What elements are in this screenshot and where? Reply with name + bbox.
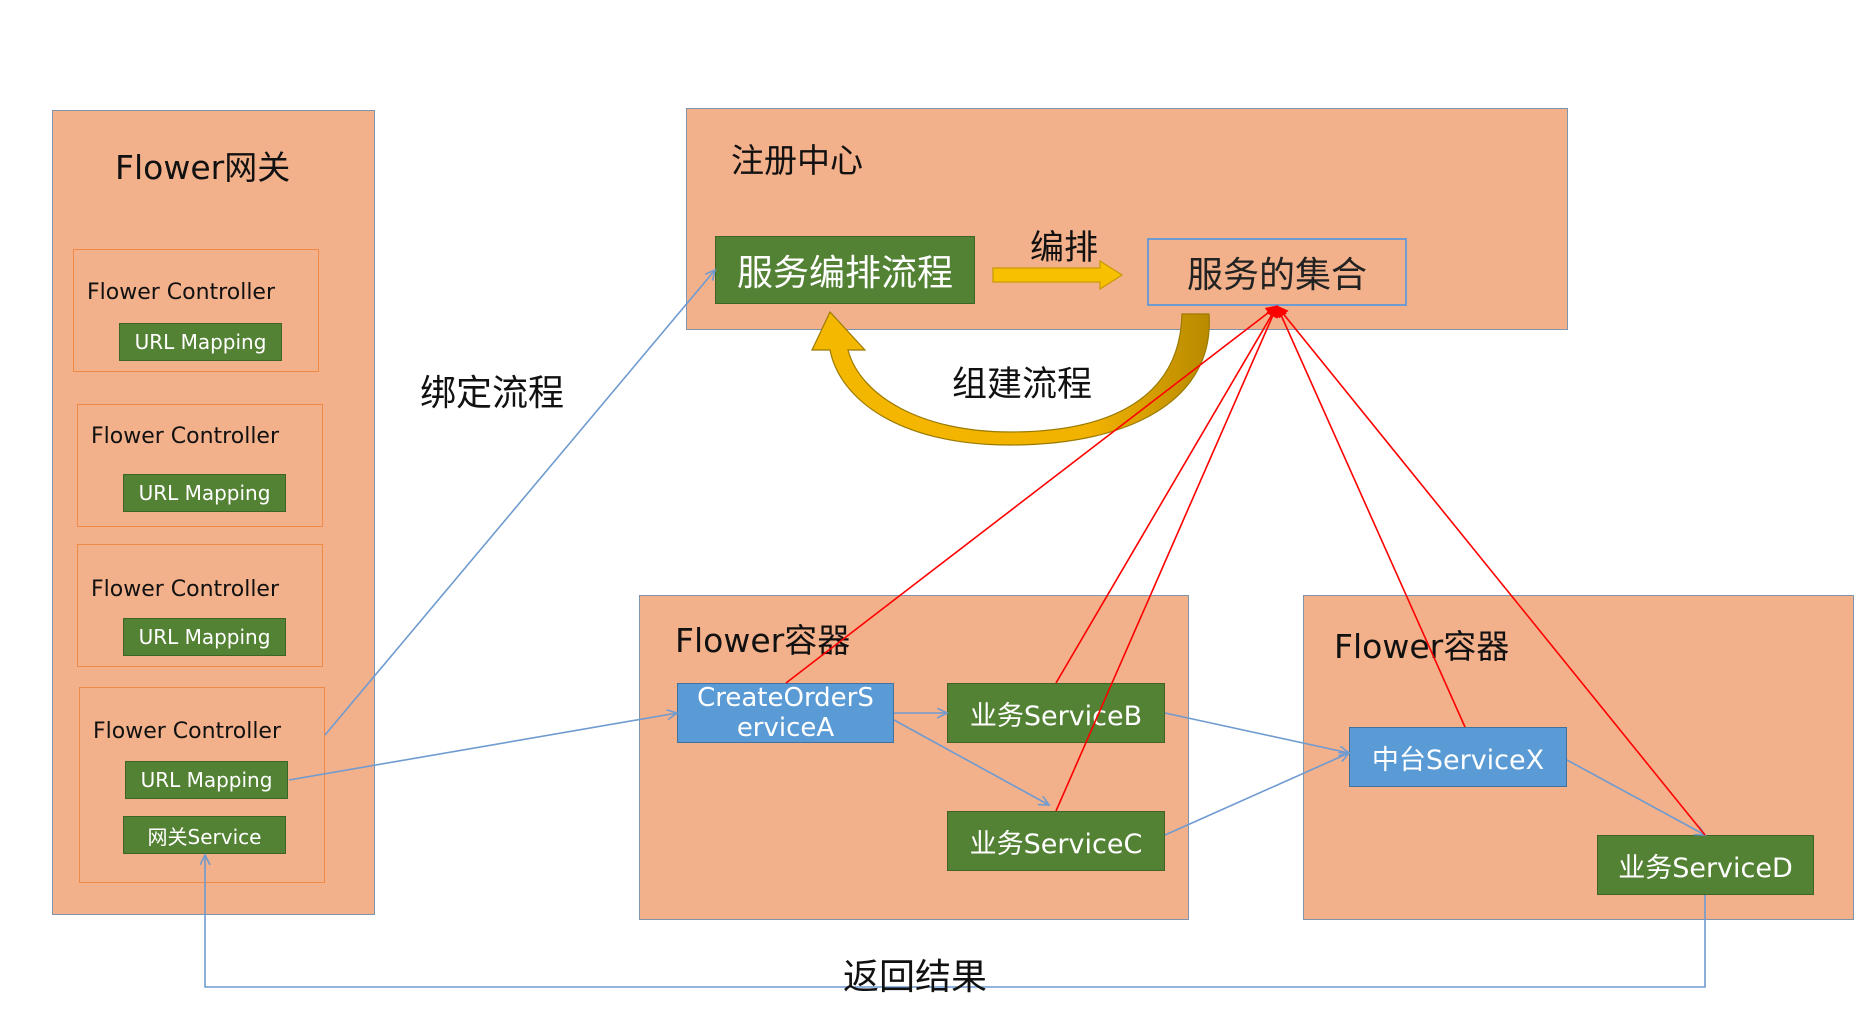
bind-flow-link bbox=[324, 270, 715, 736]
arrange-label: 编排 bbox=[1030, 228, 1098, 268]
flower-controller-2: Flower Controller URL Mapping bbox=[77, 404, 323, 527]
flower-controller-3: Flower Controller URL Mapping bbox=[77, 544, 323, 667]
return-result-label: 返回结果 bbox=[843, 957, 988, 998]
controller-title: Flower Controller bbox=[91, 577, 280, 602]
arrange-arrow bbox=[992, 259, 1124, 291]
register-x-link bbox=[1276, 305, 1466, 728]
mapping-to-service-a-link bbox=[288, 713, 677, 781]
orchestration-flow-box: 服务编排流程 bbox=[715, 236, 975, 304]
url-mapping: URL Mapping bbox=[125, 761, 288, 799]
build-flow-label: 组建流程 bbox=[952, 365, 1093, 405]
controller-title: Flower Controller bbox=[91, 424, 280, 449]
register-c-link bbox=[1055, 305, 1279, 812]
flower-controller-1: Flower Controller URL Mapping bbox=[73, 249, 319, 372]
url-mapping: URL Mapping bbox=[123, 618, 286, 656]
gateway-title: Flower网关 bbox=[115, 148, 291, 187]
bind-flow-label: 绑定流程 bbox=[420, 373, 565, 414]
b-to-x-link bbox=[1164, 712, 1349, 753]
flower-controller-4: Flower Controller URL Mapping 网关Service bbox=[79, 687, 325, 883]
service-x-box: 中台ServiceX bbox=[1349, 727, 1567, 787]
url-mapping: URL Mapping bbox=[123, 474, 286, 512]
service-d-box: 业务ServiceD bbox=[1597, 835, 1814, 895]
controller-title: Flower Controller bbox=[93, 719, 282, 744]
register-d-link bbox=[1276, 305, 1706, 836]
container-title: Flower容器 bbox=[1334, 627, 1510, 666]
controller-title: Flower Controller bbox=[87, 280, 276, 305]
service-a-box: CreateOrderServiceA bbox=[677, 683, 894, 743]
url-mapping: URL Mapping bbox=[119, 323, 282, 361]
a-to-c-link bbox=[893, 719, 1049, 805]
return-result-link bbox=[205, 855, 1706, 988]
gateway-service: 网关Service bbox=[123, 816, 286, 854]
register-b-link bbox=[1055, 305, 1278, 684]
service-b-box: 业务ServiceB bbox=[947, 683, 1165, 743]
c-to-x-link bbox=[1164, 753, 1349, 836]
container-title: Flower容器 bbox=[675, 621, 851, 660]
register-a-link bbox=[785, 305, 1278, 684]
x-to-d-link bbox=[1566, 759, 1705, 835]
service-c-box: 业务ServiceC bbox=[947, 811, 1165, 871]
service-set-box: 服务的集合 bbox=[1147, 238, 1407, 306]
registry-title: 注册中心 bbox=[731, 141, 863, 180]
